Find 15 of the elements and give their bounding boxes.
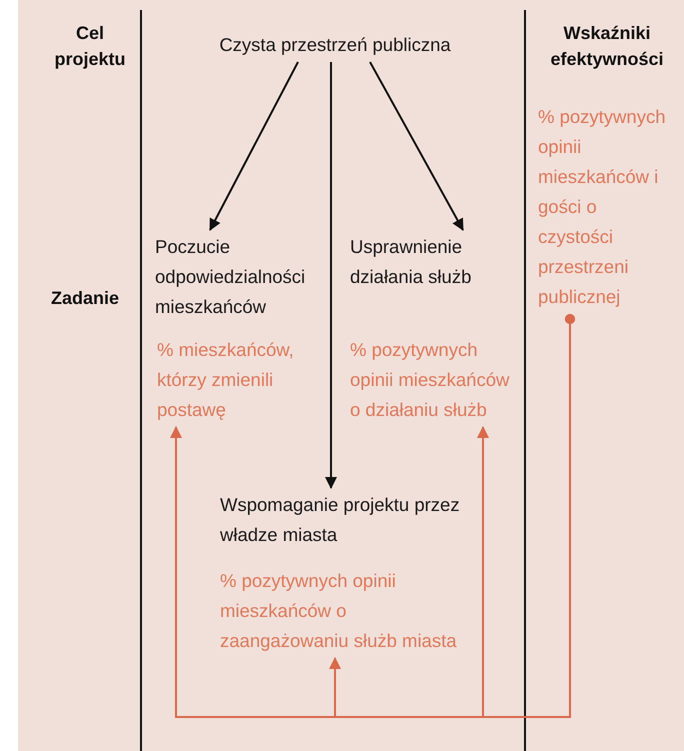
arrow <box>325 62 337 489</box>
column-heading: Wskaźniki efektywności <box>549 22 665 71</box>
task-text: Wspomaganie projektu przez władze miasta <box>220 493 461 547</box>
indicator-text: % pozytywnych opinii mieszkańców i gości o czystości przestrzeni publicznej <box>538 105 666 309</box>
arrow <box>329 314 575 718</box>
task-text: Usprawnienie działania służb <box>350 235 472 289</box>
arrow <box>369 62 464 231</box>
indicator-text: % mieszkańców, którzy zmienili postawę <box>157 338 295 422</box>
indicator-text: % pozytywnych opinii mieszkańców o zaangażowaniu służb miasta <box>220 569 458 653</box>
task-text: Poczucie odpowiedzialności mieszkańców <box>155 235 306 319</box>
column-heading: Zadanie <box>50 287 120 310</box>
arrow <box>209 62 299 231</box>
task-text: Czysta przestrzeń publiczna <box>218 33 452 57</box>
column-heading: Cel projektu <box>53 22 126 71</box>
indicator-text: % pozytywnych opinii mieszkańców o działaniu służb <box>350 338 510 422</box>
